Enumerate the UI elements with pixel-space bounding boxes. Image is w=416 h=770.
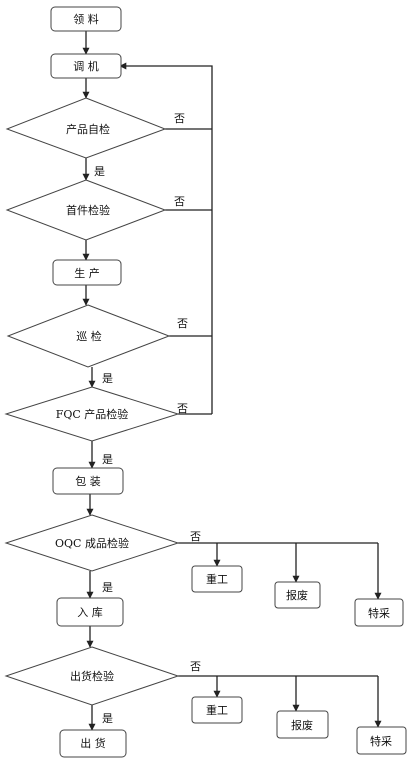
label-no-chuhuo: 否 xyxy=(190,660,201,673)
node-lingliao: 领 料 xyxy=(50,6,122,32)
decision-oqc: OQC 成品检验 xyxy=(4,514,180,572)
label-no-fqc: 否 xyxy=(177,402,188,415)
decision-chuhuo-jianyan-label: 出货检验 xyxy=(70,669,114,683)
decision-xunjian-label: 巡 检 xyxy=(76,329,102,343)
node-shengchan-label: 生 产 xyxy=(74,266,100,280)
node-shengchan: 生 产 xyxy=(52,259,122,286)
loop-return-to-tiaoji xyxy=(119,62,213,414)
node-tecai-2-label: 特采 xyxy=(370,734,392,748)
label-no-zijian: 否 xyxy=(174,112,185,125)
label-yes-xunjian: 是 xyxy=(102,372,113,385)
node-ruku: 入 库 xyxy=(56,597,124,627)
node-ruku-label: 入 库 xyxy=(77,606,103,619)
node-tecai-2: 特采 xyxy=(356,726,407,755)
node-tecai-1: 特采 xyxy=(354,598,404,627)
node-baofei-1: 报废 xyxy=(274,581,321,609)
decision-chanpin-zijian: 产品自检 xyxy=(5,97,167,159)
label-yes-zijian: 是 xyxy=(94,165,105,178)
label-yes-fqc: 是 xyxy=(102,453,113,466)
node-chuhuo: 出 货 xyxy=(59,729,127,758)
node-chonggong-1: 重工 xyxy=(191,565,243,593)
label-no-oqc: 否 xyxy=(190,530,201,543)
node-baozhuang-label: 包 装 xyxy=(75,475,101,488)
node-chonggong-1-label: 重工 xyxy=(206,572,228,586)
label-no-shoujian: 否 xyxy=(174,195,185,208)
node-tecai-1-label: 特采 xyxy=(368,606,390,620)
node-tiaoji: 调 机 xyxy=(50,53,122,79)
node-chonggong-2-label: 重工 xyxy=(206,703,228,717)
decision-oqc-label: OQC 成品检验 xyxy=(55,536,129,550)
label-no-xunjian: 否 xyxy=(177,317,188,330)
node-baofei-2: 报废 xyxy=(276,710,329,739)
label-yes-oqc: 是 xyxy=(102,581,113,594)
decision-fqc-label: FQC 产品检验 xyxy=(56,407,129,421)
node-chuhuo-label: 出 货 xyxy=(80,736,106,750)
decision-shoujian-jianyan: 首件检验 xyxy=(5,179,167,241)
node-chonggong-2: 重工 xyxy=(191,696,243,724)
node-tiaoji-label: 调 机 xyxy=(73,59,99,73)
node-baozhuang: 包 装 xyxy=(52,467,124,495)
label-yes-chuhuo: 是 xyxy=(102,712,113,725)
node-baofei-1-label: 报废 xyxy=(286,588,308,602)
decision-chuhuo-jianyan: 出货检验 xyxy=(4,646,180,706)
decision-xunjian: 巡 检 xyxy=(6,304,171,368)
decision-chanpin-zijian-label: 产品自检 xyxy=(66,122,110,136)
node-lingliao-label: 领 料 xyxy=(73,12,99,26)
decision-fqc: FQC 产品检验 xyxy=(4,386,180,442)
decision-shoujian-jianyan-label: 首件检验 xyxy=(66,203,110,217)
node-baofei-2-label: 报废 xyxy=(291,718,313,732)
